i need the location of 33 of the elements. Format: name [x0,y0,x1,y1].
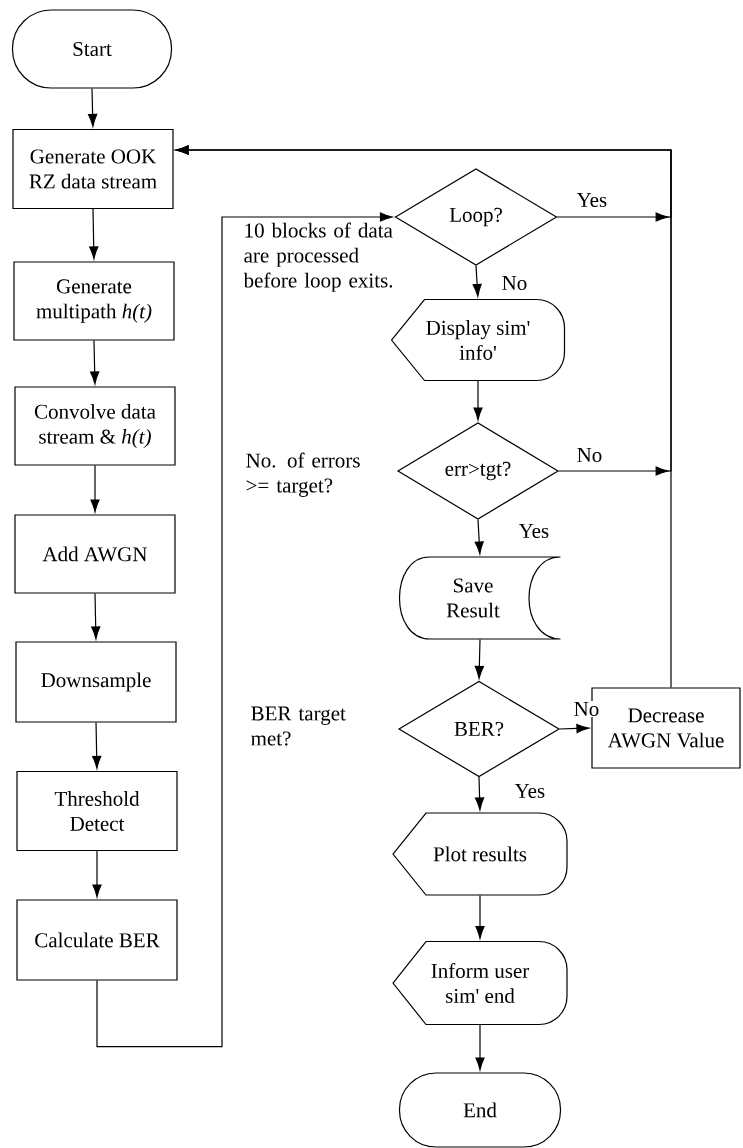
arrow [88,88,98,127]
edge-label: Yes [517,523,551,539]
arrow [473,380,483,421]
arrow [474,639,484,679]
arrow [91,593,101,640]
arrow [559,723,590,734]
edge-label: No [575,447,604,463]
process-box: Threshold Detect [16,770,178,852]
arrow [474,776,485,811]
arrow [90,465,100,513]
arrow [472,265,482,297]
arrow [89,208,99,260]
note-text: BER target met? [251,706,346,746]
edge-label: Yes [513,783,547,799]
arrow [175,145,672,688]
arrow [475,1024,485,1071]
arrow [474,519,484,555]
arrow [475,895,485,939]
process-box: Calculate BER [16,899,178,981]
process-box: Convolve data stream & h(t) [14,386,176,466]
edge-label: Yes [575,192,609,208]
arrow [92,850,102,898]
process-box: Generate OOK RZ data stream [12,128,174,210]
edge-label: No [500,275,529,291]
process-box: Downsample [15,641,177,723]
process-box: Generate multipath h(t) [13,261,175,341]
arrow [90,340,100,385]
note-text: No. of errors >= target? [246,452,360,497]
arrow [96,212,393,1048]
arrow [92,722,102,769]
process-box: Add AWGN [14,514,176,594]
edge-label: No [572,701,601,717]
note-text: 10 blocks of data are processed before loop exits. [243,222,393,292]
